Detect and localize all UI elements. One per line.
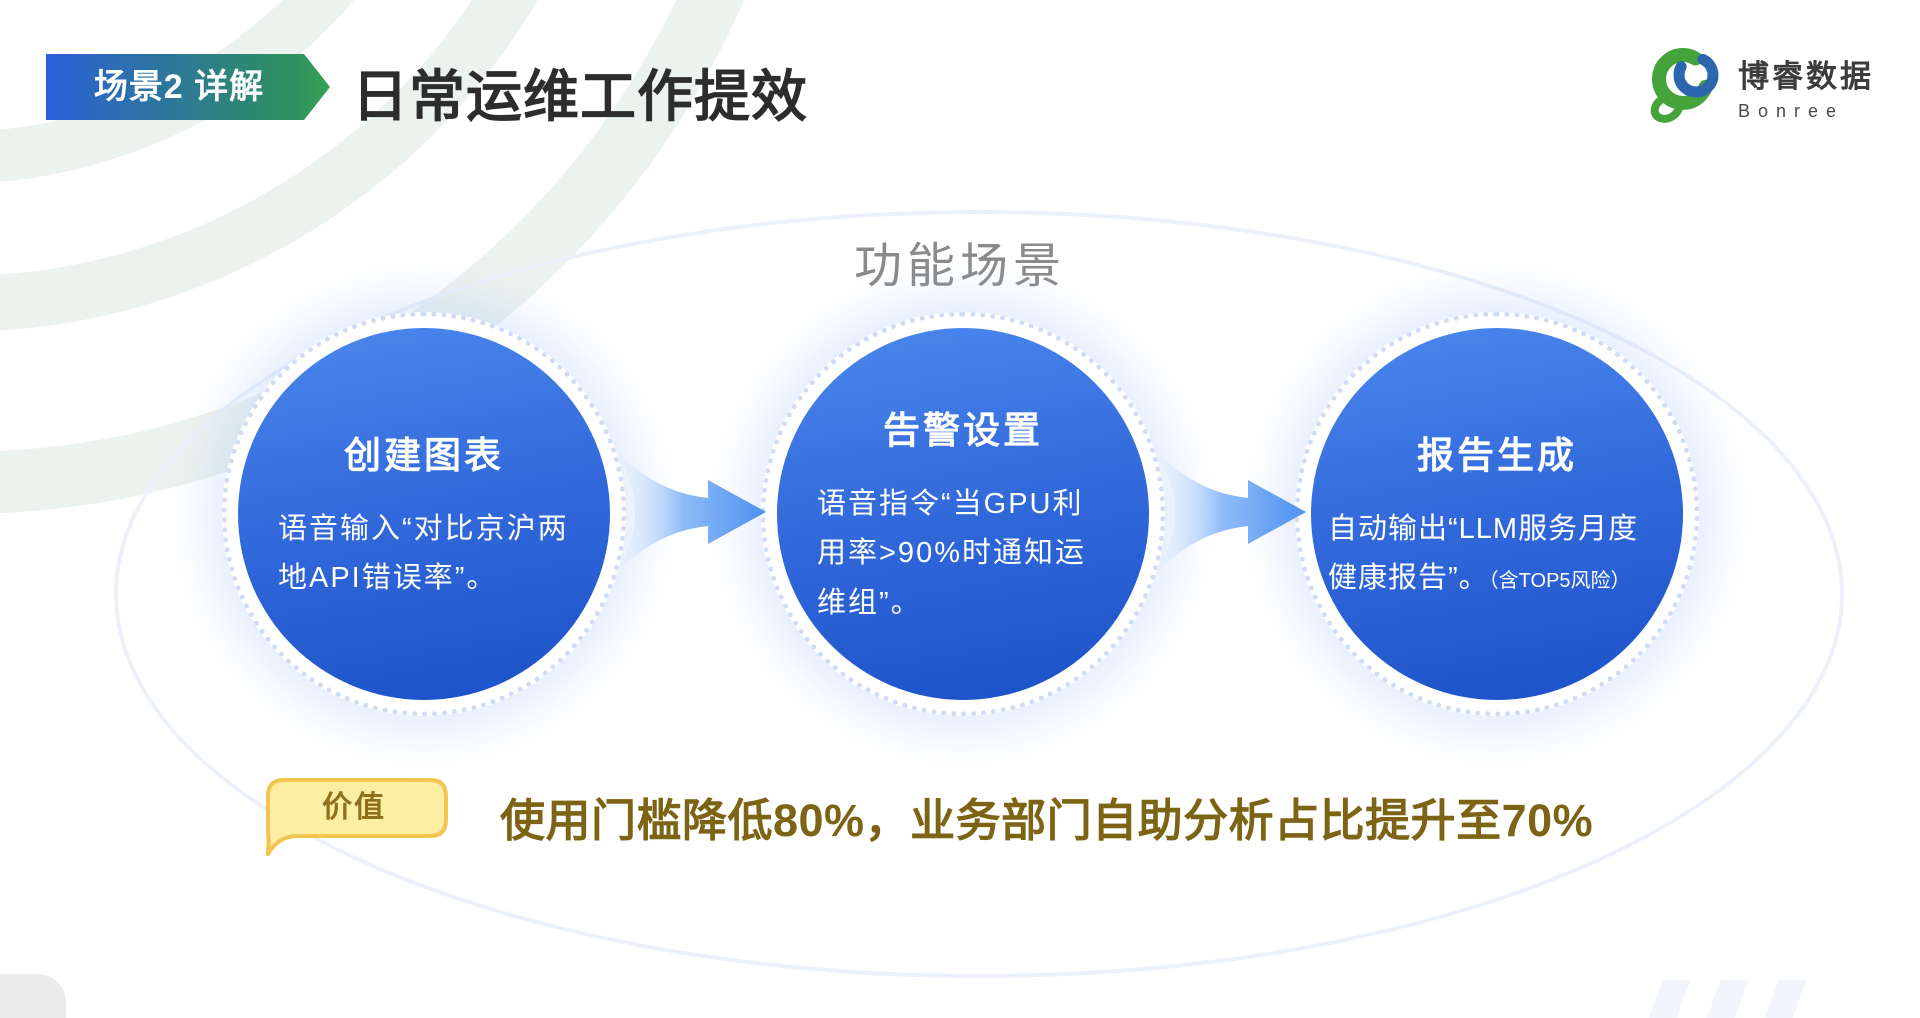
- logo-brand-sub: Bonree: [1738, 101, 1845, 121]
- logo-brand-name: 博睿数据: [1738, 59, 1874, 94]
- step-circle-alert-setup: 告警设置 语音指令“当GPU利用率>90%时通知运维组”。: [777, 328, 1149, 700]
- value-badge-label: 价值: [322, 791, 386, 824]
- bonree-logo: 博睿数据 Bonree: [1650, 42, 1874, 131]
- bonree-logo-text: 博睿数据 Bonree: [1738, 51, 1874, 122]
- next-slide-button[interactable]: ›: [0, 974, 66, 1018]
- value-badge-ribbon: [266, 778, 448, 856]
- step-note: （含TOP5风险）: [1488, 570, 1631, 592]
- step-halo-create-chart: 创建图表 语音输入“对比京沪两地API错误率”。: [222, 312, 626, 716]
- scene-badge: 场景2 详解: [46, 54, 330, 120]
- diagram-ellipse-outline: [114, 210, 1844, 978]
- flow-arrow-icon: [1154, 450, 1306, 574]
- step-description: 自动输出“LLM服务月度健康报告”。（含TOP5风险）: [1328, 512, 1639, 594]
- flow-arrow-icon: [614, 450, 766, 574]
- section-heading: 功能场景: [853, 240, 1066, 293]
- corner-stripe: [1699, 980, 1749, 1018]
- step-title: 创建图表: [344, 434, 504, 476]
- step-halo-alert-setup: 告警设置 语音指令“当GPU利用率>90%时通知运维组”。: [761, 312, 1165, 716]
- step-circle-report-generation: 报告生成 自动输出“LLM服务月度健康报告”。（含TOP5风险）: [1311, 328, 1683, 700]
- step-halo-report-generation: 报告生成 自动输出“LLM服务月度健康报告”。（含TOP5风险）: [1295, 312, 1699, 716]
- step-circle-create-chart: 创建图表 语音输入“对比京沪两地API错误率”。: [238, 328, 610, 700]
- step-title: 报告生成: [1417, 434, 1577, 476]
- step-description: 语音输入“对比京沪两地API错误率”。: [278, 512, 569, 594]
- step-title: 告警设置: [883, 410, 1043, 452]
- bonree-logo-icon: [1650, 42, 1726, 131]
- corner-stripe: [1641, 980, 1691, 1018]
- page-title: 日常运维工作提效: [352, 65, 808, 128]
- corner-stripe: [1757, 980, 1807, 1018]
- step-description: 语音指令“当GPU利用率>90%时通知运维组”。: [817, 488, 1086, 619]
- value-statement: 使用门槛降低80%，业务部门自助分析占比提升至70%: [500, 795, 1594, 846]
- chevron-right-icon: ›: [25, 1008, 44, 1018]
